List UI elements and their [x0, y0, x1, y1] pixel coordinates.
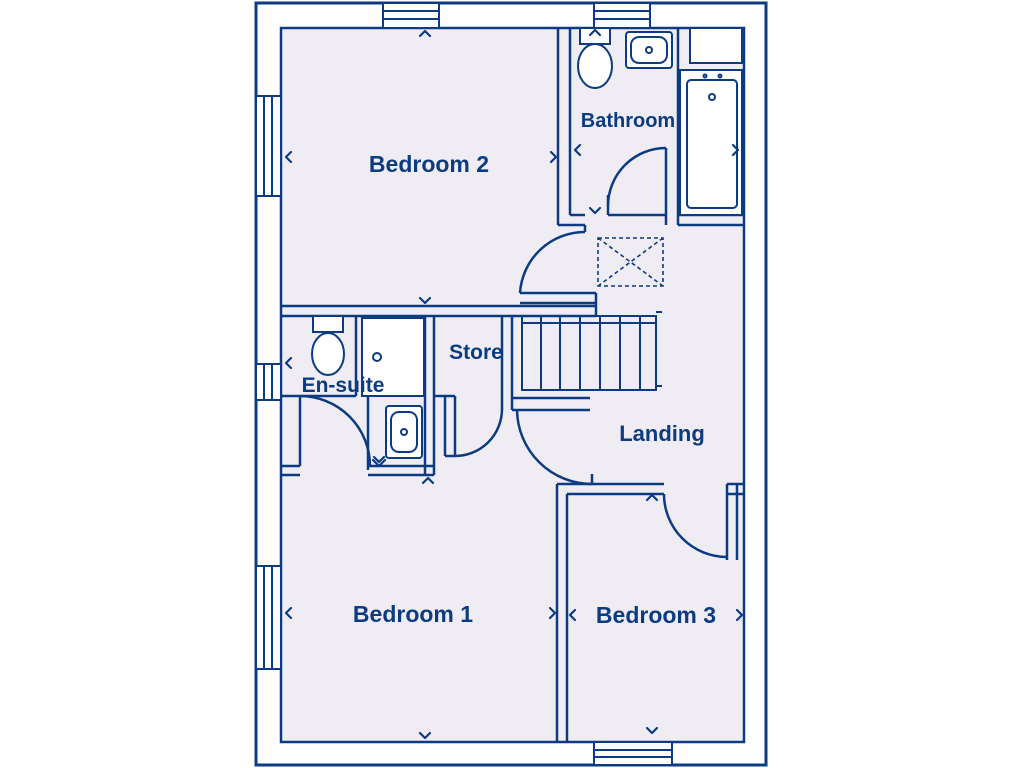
- label-bedroom-1: Bedroom 1: [353, 601, 473, 627]
- ensuite-fixtures: [311, 315, 425, 459]
- label-bathroom: Bathroom: [581, 110, 675, 132]
- dimension-marker-icon: [284, 356, 293, 370]
- windows: [255, 2, 673, 766]
- toilet-icon: [311, 315, 345, 376]
- dimension-marker-icon: [645, 493, 659, 502]
- dimension-marker-icon: [588, 28, 602, 37]
- basin-icon: [625, 31, 673, 69]
- dimension-marker-icon: [418, 296, 432, 305]
- dimension-marker-icon: [568, 608, 577, 622]
- doors: [298, 146, 728, 559]
- dimension-marker-icon: [418, 29, 432, 38]
- dimension-marker-icon: [418, 731, 432, 740]
- dimension-marker-icon: [735, 608, 744, 622]
- stairs-icon: [521, 311, 662, 391]
- room-labels: Bedroom 2 Bathroom Store En-suite Landin…: [302, 110, 716, 628]
- bathroom-fixtures: [577, 27, 743, 216]
- door-swing-icon: [515, 409, 594, 486]
- window-icon: [593, 741, 673, 766]
- dimension-marker-icon: [372, 455, 386, 464]
- label-bedroom-2: Bedroom 2: [369, 151, 489, 177]
- toilet-icon: [577, 27, 613, 89]
- dimension-marker-icon: [549, 150, 558, 164]
- dimension-marker-icon: [645, 726, 659, 735]
- window-icon: [382, 2, 440, 29]
- shower-tray-icon: [361, 317, 425, 397]
- basin-icon: [385, 405, 423, 459]
- dimension-marker-icon: [573, 143, 582, 157]
- window-icon: [255, 565, 282, 670]
- dimension-markers: [284, 28, 744, 740]
- dimension-marker-icon: [588, 206, 602, 215]
- dimension-marker-icon: [371, 458, 387, 468]
- label-bedroom-3: Bedroom 3: [596, 602, 716, 628]
- label-landing: Landing: [619, 421, 705, 446]
- label-store: Store: [449, 341, 503, 364]
- window-icon: [593, 2, 651, 29]
- door-swing-icon: [606, 146, 667, 215]
- window-icon: [255, 363, 282, 401]
- label-en-suite: En-suite: [302, 374, 385, 397]
- door-swing-icon: [298, 394, 372, 467]
- window-icon: [255, 95, 282, 197]
- dimension-marker-icon: [548, 606, 557, 620]
- dimension-marker-icon: [284, 150, 293, 164]
- dimension-marker-icon: [731, 143, 740, 157]
- door-swing-icon: [518, 225, 587, 294]
- bath-icon: [679, 69, 743, 216]
- dimension-marker-icon: [421, 476, 435, 485]
- door-swing-icon: [454, 408, 504, 458]
- shelf-icon: [689, 27, 743, 64]
- dimension-marker-icon: [284, 606, 293, 620]
- door-swing-icon: [662, 493, 728, 559]
